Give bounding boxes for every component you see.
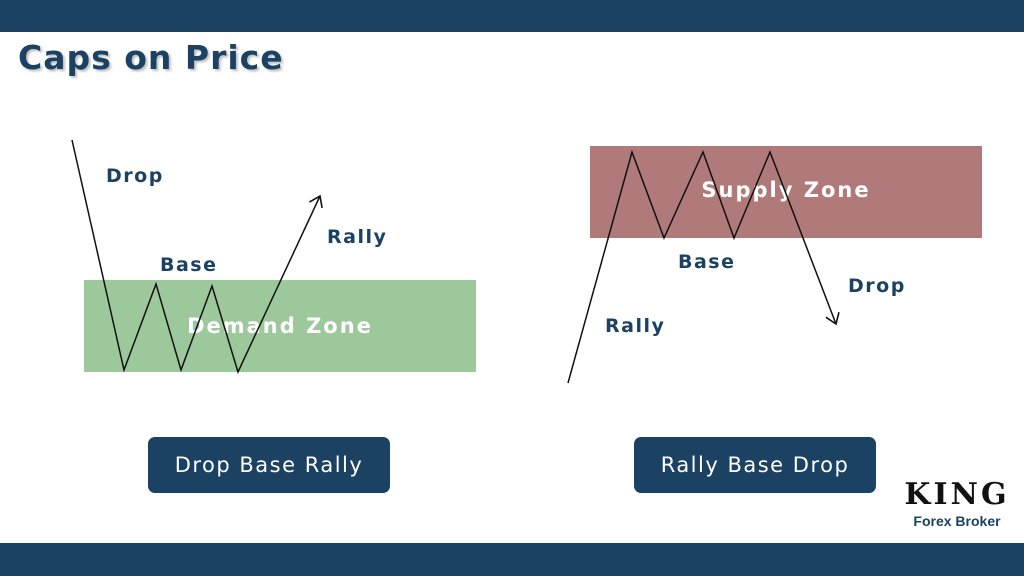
right-base-label: Base: [678, 251, 736, 273]
top-banner-bar: [0, 0, 1024, 32]
left-rally-label: Rally: [327, 226, 388, 248]
drop-base-rally-path: [71, 139, 323, 375]
logo-name: KING: [904, 477, 1010, 512]
rally-base-drop-path: [567, 149, 840, 384]
left-drop-label: Drop: [106, 165, 164, 187]
rally-base-drop-button-label: Rally Base Drop: [660, 453, 850, 477]
demand-zone: Demand Zone: [84, 280, 476, 372]
right-drop-label: Drop: [848, 275, 906, 297]
logo-subtitle: Forex Broker: [913, 513, 1001, 529]
king-forex-broker-logo: KING Forex Broker: [898, 478, 1016, 534]
left-base-label: Base: [160, 254, 218, 276]
page-title: Caps on Price: [18, 38, 284, 77]
bottom-banner-bar: [0, 543, 1024, 576]
demand-zone-label: Demand Zone: [187, 314, 373, 338]
drop-base-rally-button[interactable]: Drop Base Rally: [148, 437, 390, 493]
drop-base-rally-button-label: Drop Base Rally: [174, 453, 364, 477]
rally-base-drop-button[interactable]: Rally Base Drop: [634, 437, 876, 493]
right-rally-label: Rally: [605, 315, 666, 337]
